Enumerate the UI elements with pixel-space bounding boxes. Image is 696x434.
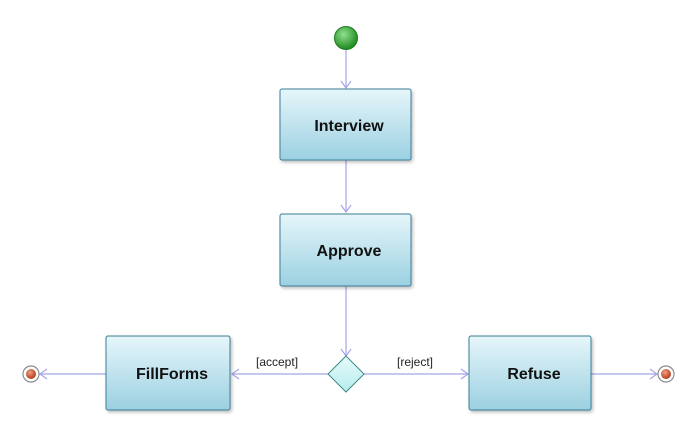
decision-diamond-icon [327,355,365,393]
final-dot-icon [661,369,671,379]
arrowhead-icon [230,368,240,380]
action-fillforms[interactable]: FillForms [105,335,231,411]
final-dot-icon [26,369,36,379]
final-node-right[interactable] [657,365,675,383]
arrowhead-icon [460,368,470,380]
action-label: Approve [317,243,382,260]
action-label: Interview [314,118,384,135]
action-box [468,335,592,411]
action-interview[interactable]: Interview [279,88,412,161]
action-box [279,88,412,161]
start-icon [334,26,358,50]
arrowhead-icon [340,80,352,90]
arrowhead-icon [649,368,659,380]
arrowhead-icon [340,204,352,214]
initial-node[interactable] [334,26,358,50]
final-node-left[interactable] [22,365,40,383]
action-label: Refuse [507,366,560,383]
guard-accept-label: [accept] [256,355,298,369]
arrowhead-icon [38,368,48,380]
decision-node[interactable] [327,355,365,393]
edges [38,50,659,380]
action-box [279,213,412,287]
action-approve[interactable]: Approve [279,213,412,287]
action-label: FillForms [136,366,208,383]
guard-reject-label: [reject] [397,355,433,369]
action-refuse[interactable]: Refuse [468,335,592,411]
action-box [105,335,231,411]
